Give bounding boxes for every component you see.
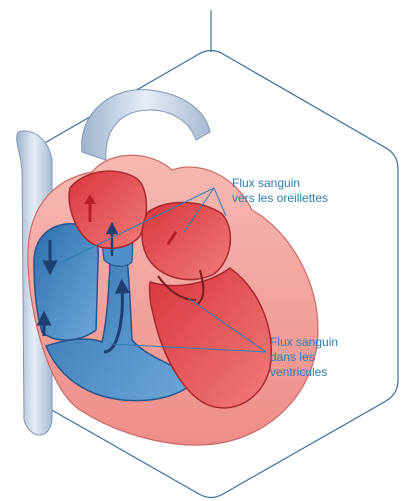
callout-ventricles-line-1: Flux sanguin [270, 335, 338, 350]
callout-ventricles-line-3: ventricules [270, 365, 338, 380]
callout-label-atria-flow: Flux sanguin vers les oreillettes [232, 176, 328, 206]
aorta-arch [82, 90, 210, 160]
callout-atria-line-2: vers les oreillettes [232, 191, 328, 206]
callout-label-ventricle-flow: Flux sanguin dans les ventricules [270, 335, 338, 380]
callout-atria-line-1: Flux sanguin [232, 176, 328, 191]
callout-ventricles-line-2: dans les [270, 350, 338, 365]
